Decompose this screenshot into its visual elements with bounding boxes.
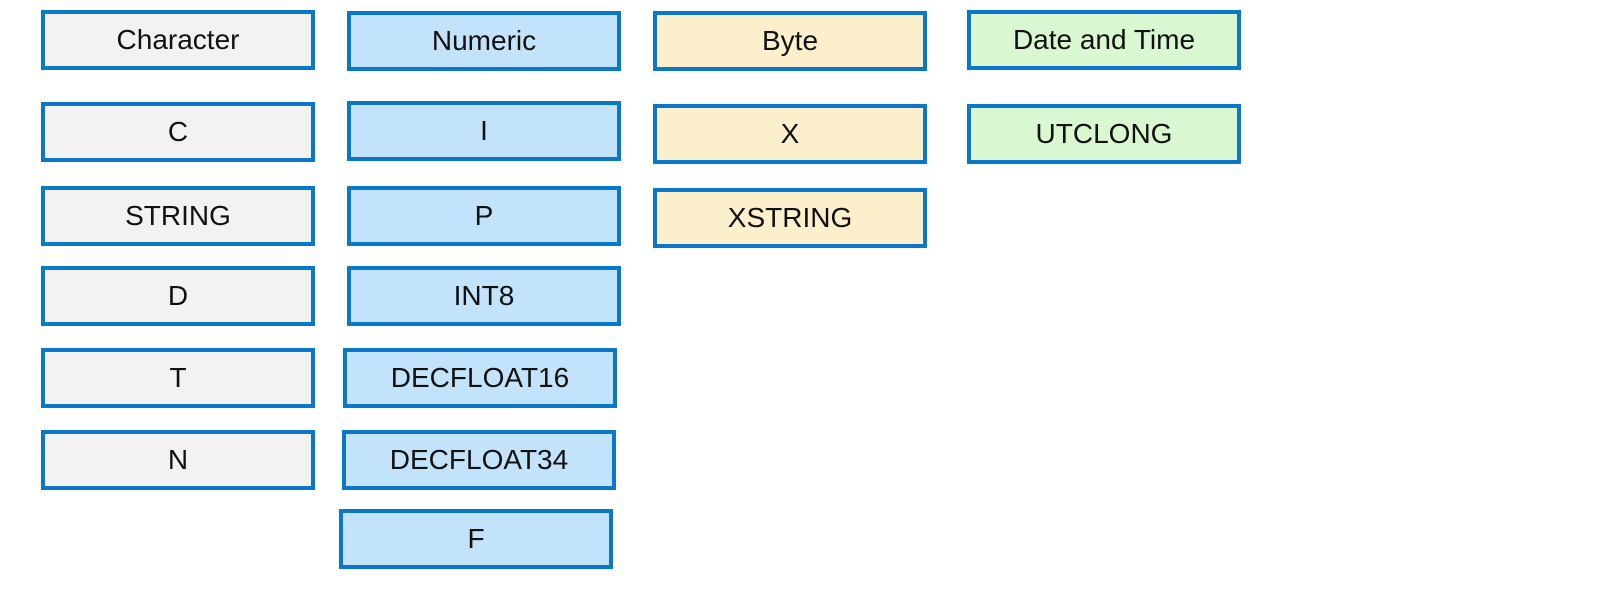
byte-header: Byte — [653, 11, 927, 71]
character-header: Character — [41, 10, 315, 70]
type-box-utclong: UTCLONG — [967, 104, 1241, 164]
type-box-int8: INT8 — [347, 266, 621, 326]
type-box-xstring: XSTRING — [653, 188, 927, 248]
type-box-p: P — [347, 186, 621, 246]
type-box-c: C — [41, 102, 315, 162]
datetime-header: Date and Time — [967, 10, 1241, 70]
type-box-d: D — [41, 266, 315, 326]
type-box-string: STRING — [41, 186, 315, 246]
type-box-t: T — [41, 348, 315, 408]
numeric-header: Numeric — [347, 11, 621, 71]
type-box-x: X — [653, 104, 927, 164]
type-box-n: N — [41, 430, 315, 490]
type-box-i: I — [347, 101, 621, 161]
type-box-decfloat16: DECFLOAT16 — [343, 348, 617, 408]
type-box-f: F — [339, 509, 613, 569]
type-box-decfloat34: DECFLOAT34 — [342, 430, 616, 490]
